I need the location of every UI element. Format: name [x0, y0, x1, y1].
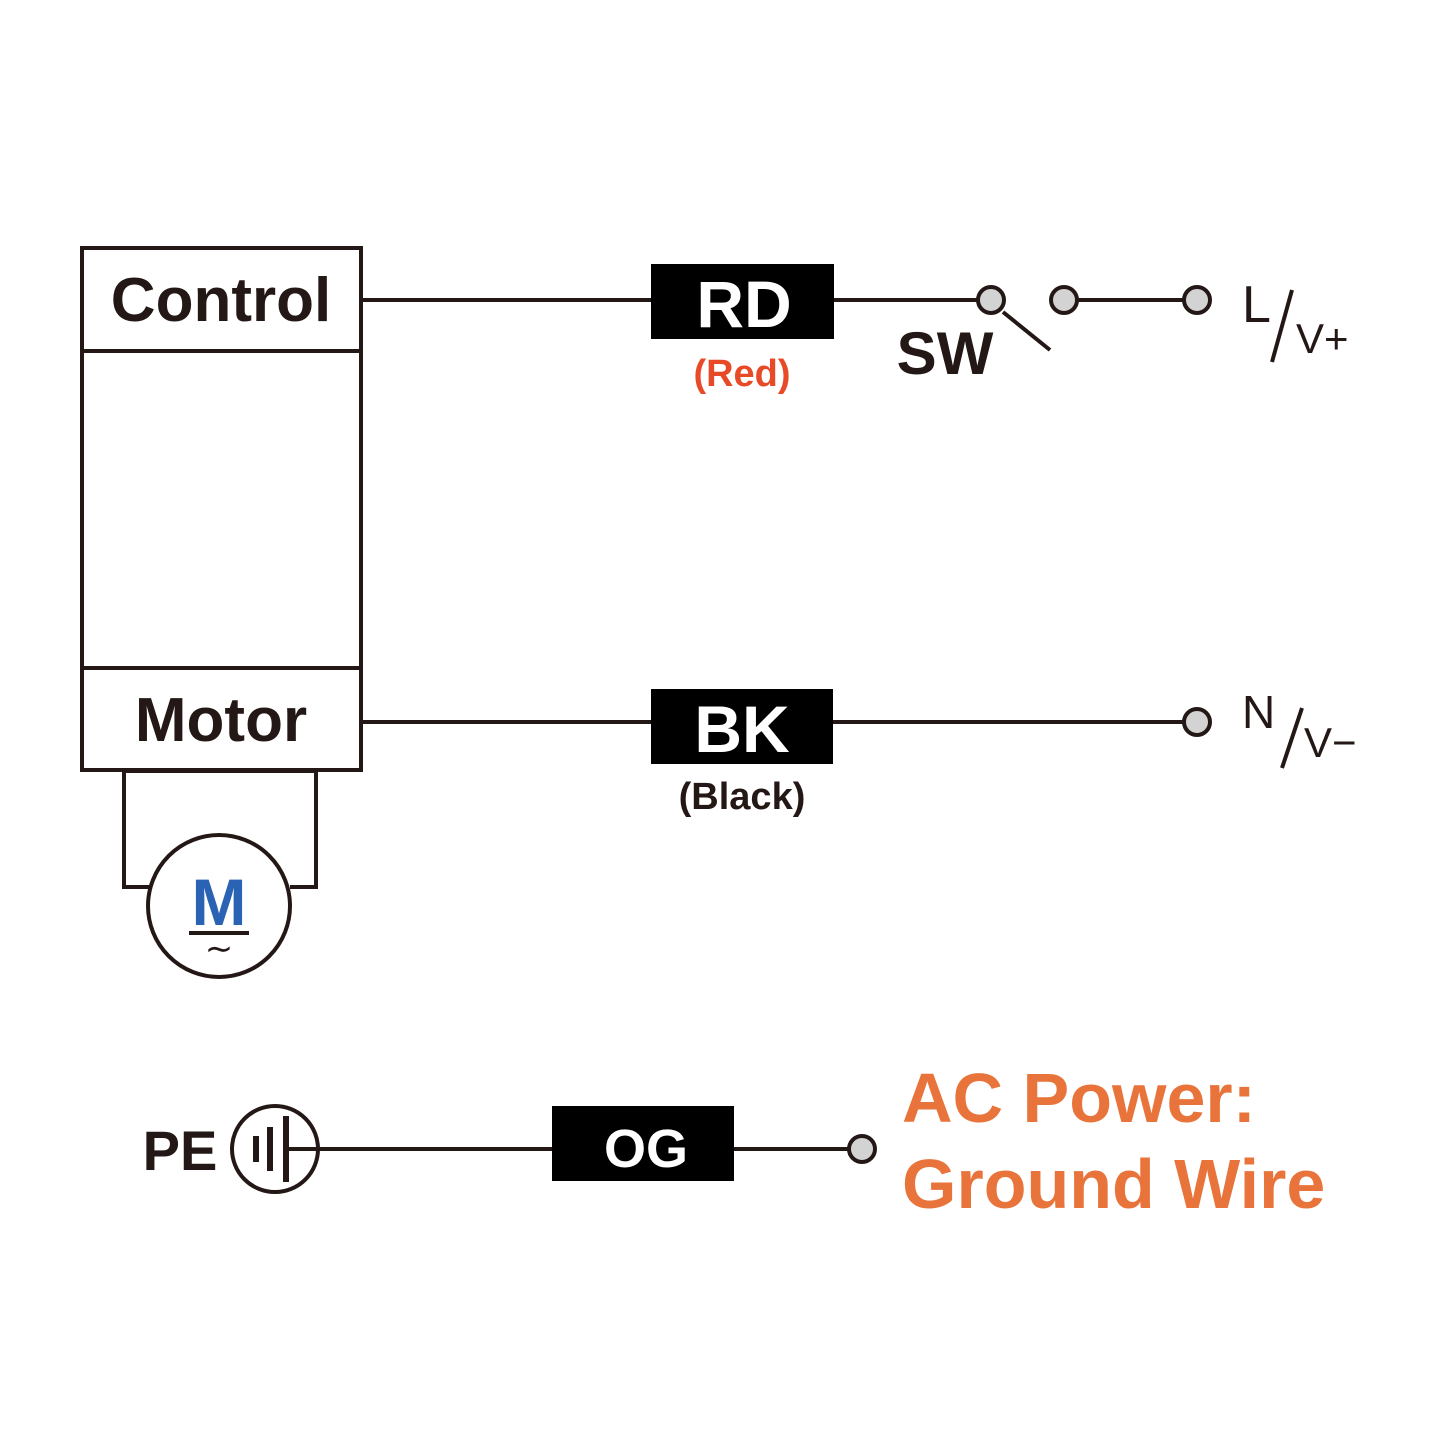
switch-contact-left: [976, 285, 1006, 315]
ground-wire-tag: [552, 1106, 734, 1181]
motor-icon-letter: M: [192, 865, 247, 939]
line-terminal: [1182, 285, 1212, 315]
line-terminal-slash: [1270, 289, 1294, 363]
ac-power-note-line2: Ground Wire: [902, 1145, 1325, 1223]
switch: SW: [897, 285, 1079, 387]
ac-power-note-line1: AC Power:: [902, 1059, 1256, 1137]
switch-contact-right: [1049, 285, 1079, 315]
line-terminal-main: L: [1242, 276, 1271, 334]
red-wire-tag: [651, 264, 834, 339]
red-wire-color-name: (Red): [693, 353, 790, 395]
motor-circle: [146, 833, 292, 979]
black-wire-tag: [651, 689, 833, 764]
motor-leads: [122, 769, 318, 889]
earth-icon: [230, 1104, 320, 1194]
red-wire: RD (Red): [361, 264, 978, 395]
motor-symbol: M ∼: [122, 769, 318, 979]
ground-wire: OG: [296, 1106, 850, 1181]
line-terminal-label: L V+: [1242, 276, 1349, 363]
pe-label: PE: [143, 1119, 218, 1182]
switch-blade: [1001, 310, 1052, 352]
neutral-terminal-main: N: [1242, 686, 1275, 738]
black-wire-code: BK: [694, 692, 790, 766]
motor-icon-ac: ∼: [205, 930, 234, 968]
neutral-terminal-slash: [1280, 707, 1304, 769]
neutral-terminal-label: N V−: [1242, 686, 1357, 769]
neutral-terminal: [1182, 707, 1212, 737]
neutral-terminal-sub: V−: [1304, 719, 1357, 766]
ground-terminal: [847, 1134, 877, 1164]
control-label: Control: [111, 266, 331, 335]
line-terminal-sub: V+: [1296, 315, 1349, 362]
red-wire-code: RD: [696, 267, 791, 341]
ground-wire-code: OG: [604, 1119, 688, 1179]
black-wire-color-name: (Black): [679, 776, 806, 818]
motor-label: Motor: [135, 686, 307, 755]
switch-label: SW: [897, 320, 994, 387]
black-wire: BK (Black): [361, 689, 1184, 818]
